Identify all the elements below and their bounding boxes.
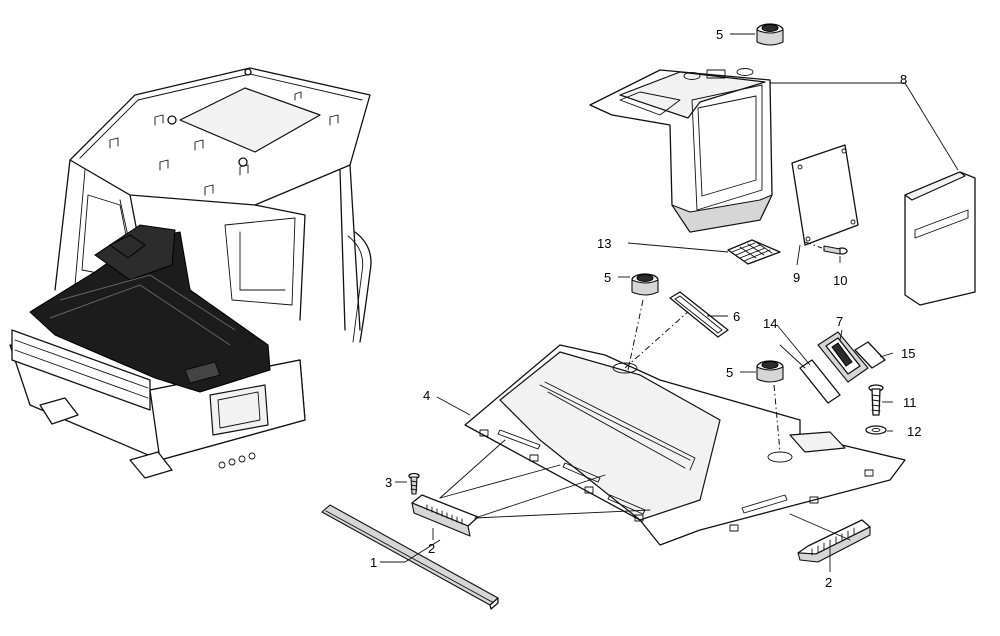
- callout-4: 4: [423, 388, 430, 403]
- part-15-cover: [854, 341, 886, 369]
- callout-labels: 1 2 2 3 4 5 5 5 6 7 8 9 10 11 12 13 14 1…: [370, 27, 921, 590]
- callout-5-top: 5: [716, 27, 723, 42]
- part-9-panel: [791, 144, 859, 246]
- callout-6: 6: [733, 309, 740, 324]
- callout-11: 11: [903, 395, 917, 410]
- callout-9: 9: [793, 270, 800, 285]
- callout-5-mid: 5: [604, 270, 611, 285]
- callout-8: 8: [900, 72, 907, 87]
- callout-10: 10: [833, 273, 847, 288]
- part-8-cover: [770, 82, 976, 306]
- callout-2-right: 2: [825, 575, 832, 590]
- part-4-headliner: [439, 344, 906, 546]
- callout-1: 1: [370, 555, 377, 570]
- part-7-frame: [817, 331, 869, 383]
- callout-3: 3: [385, 475, 392, 490]
- callout-13: 13: [597, 236, 611, 251]
- part-6-plate: [669, 291, 729, 338]
- part-5-vent-mid: [631, 273, 659, 296]
- leader-lines: [380, 33, 894, 572]
- part-12-washer: [865, 425, 887, 435]
- part-11-bolt: [868, 384, 884, 416]
- callout-15: 15: [901, 346, 915, 361]
- part-2-vent-right: [797, 519, 871, 563]
- callout-14: 14: [763, 316, 777, 331]
- callout-12: 12: [907, 424, 921, 439]
- cab-assembly: [9, 67, 372, 479]
- part-8-console: [589, 68, 773, 233]
- part-3-screw: [408, 472, 420, 495]
- part-5-vent-top: [756, 23, 784, 46]
- callout-2-left: 2: [428, 541, 435, 556]
- part-10-screw: [804, 241, 848, 255]
- part-13-mesh: [727, 239, 781, 265]
- callout-7: 7: [836, 314, 843, 329]
- callout-5-right: 5: [726, 365, 733, 380]
- part-5-vent-right: [756, 360, 784, 383]
- part-2-vent-left: [411, 494, 479, 537]
- part-1-strip: [321, 504, 499, 610]
